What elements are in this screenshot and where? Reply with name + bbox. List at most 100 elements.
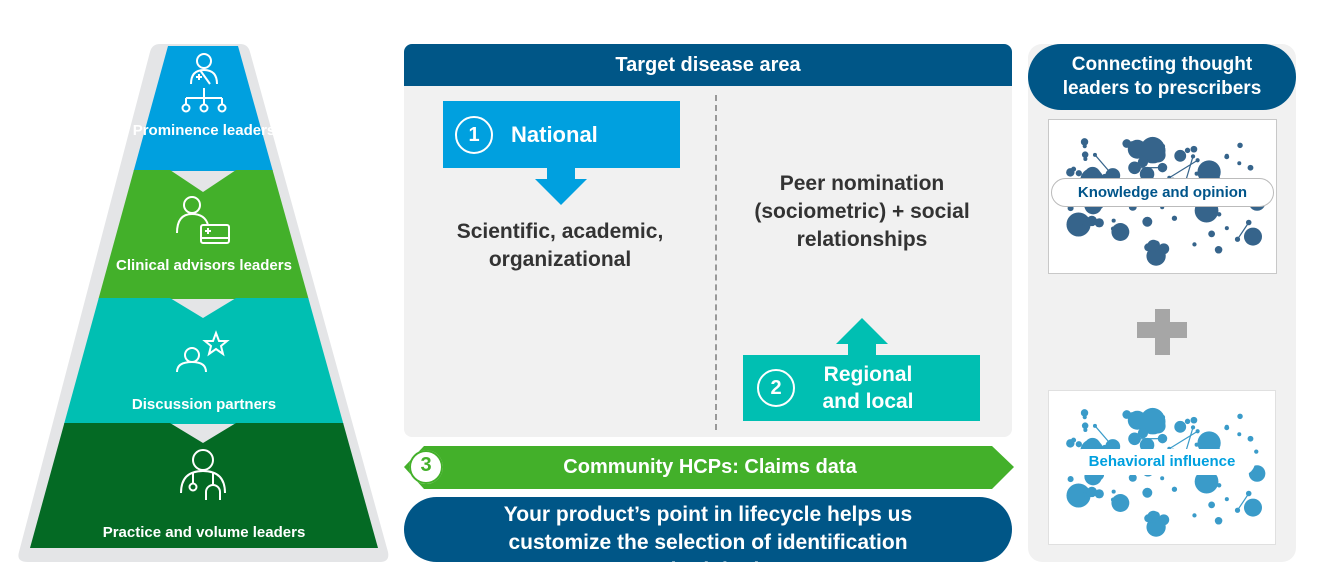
regional-box: 2 Regional and local bbox=[743, 355, 980, 421]
network-node bbox=[1111, 494, 1130, 512]
network-edge bbox=[1237, 222, 1250, 240]
network-node bbox=[1075, 170, 1082, 177]
community-label: Community HCPs: Claims data bbox=[563, 456, 857, 478]
network-edge bbox=[1168, 430, 1198, 450]
network-node bbox=[1214, 245, 1223, 254]
network-node bbox=[1110, 497, 1116, 503]
network-node bbox=[1192, 513, 1197, 518]
behavioral-label: Behavioral influence bbox=[1069, 449, 1255, 475]
network-node bbox=[1083, 156, 1088, 161]
network-edge bbox=[1237, 493, 1250, 511]
regional-label: Regional and local bbox=[822, 363, 914, 413]
network-node bbox=[1082, 415, 1087, 420]
network-node bbox=[1111, 489, 1116, 494]
plus-icon-vertical bbox=[1155, 309, 1170, 355]
network-node bbox=[1216, 212, 1222, 217]
network-node bbox=[1214, 516, 1223, 525]
network-node bbox=[1237, 142, 1243, 149]
pyramid-label-discussion: Discussion partners bbox=[131, 396, 277, 413]
network-node bbox=[1171, 486, 1178, 492]
network-node bbox=[1243, 227, 1262, 246]
network-node bbox=[1066, 439, 1075, 448]
network-node bbox=[1171, 215, 1178, 221]
network-node bbox=[1128, 161, 1141, 175]
network-node bbox=[1174, 420, 1187, 433]
network-node bbox=[1139, 437, 1155, 453]
national-label: National bbox=[511, 121, 598, 147]
network-node bbox=[1237, 432, 1242, 437]
network-node bbox=[1129, 141, 1134, 146]
network-node bbox=[1190, 154, 1196, 159]
network-node bbox=[1140, 136, 1165, 162]
network-node bbox=[1192, 242, 1197, 247]
network-edge bbox=[1161, 145, 1164, 149]
network-node bbox=[1194, 469, 1219, 494]
network-node bbox=[1122, 410, 1132, 419]
network-node bbox=[1066, 168, 1075, 177]
doctor-stethoscope-icon bbox=[180, 449, 226, 500]
national-description: Scientific, academic, organizational bbox=[456, 220, 664, 271]
network-node bbox=[1080, 409, 1089, 417]
network-node bbox=[1110, 226, 1116, 232]
network-node bbox=[1224, 154, 1230, 160]
pyramid-label-clinical: Clinical advisors leaders bbox=[116, 257, 292, 274]
network-node bbox=[1081, 422, 1089, 429]
network-node bbox=[1066, 483, 1091, 508]
network-node bbox=[1139, 166, 1155, 182]
target-disease-header: Target disease area bbox=[404, 44, 1012, 86]
network-node bbox=[1208, 501, 1216, 509]
network-node bbox=[1140, 407, 1165, 433]
network-node bbox=[1190, 425, 1196, 430]
network-node bbox=[1128, 432, 1141, 446]
pyramid-label-practice: Practice and volume leaders bbox=[102, 524, 306, 541]
network-node bbox=[1255, 474, 1260, 479]
pyramid bbox=[18, 44, 389, 562]
person-medical-card-icon bbox=[176, 196, 230, 244]
network-node bbox=[1081, 151, 1089, 158]
network-node bbox=[1086, 486, 1098, 498]
network-node bbox=[1190, 145, 1198, 153]
network-node bbox=[1128, 473, 1137, 482]
network-node bbox=[1157, 162, 1168, 173]
network-node bbox=[1142, 216, 1153, 227]
network-node bbox=[1142, 487, 1153, 498]
knowledge-label: Knowledge and opinion bbox=[1051, 178, 1274, 207]
network-edge bbox=[1161, 416, 1164, 420]
network-node bbox=[1216, 483, 1222, 488]
divider bbox=[715, 95, 717, 430]
doctor-hierarchy-icon bbox=[181, 53, 227, 113]
lifecycle-banner: Your product’s point in lifecycle helps … bbox=[404, 497, 1012, 582]
network-node bbox=[1144, 514, 1153, 523]
knowledge-map: Knowledge and opinion bbox=[1048, 119, 1277, 274]
network-edge bbox=[1094, 425, 1114, 447]
network-node bbox=[1144, 243, 1153, 252]
network-node bbox=[1094, 218, 1104, 228]
network-node bbox=[1083, 427, 1088, 432]
network-node bbox=[1247, 164, 1254, 171]
network-node bbox=[1086, 215, 1098, 227]
network-node bbox=[1122, 139, 1132, 148]
network-node bbox=[1190, 416, 1198, 424]
connecting-header: Connecting thought leaders to prescriber… bbox=[1028, 44, 1296, 110]
network-node bbox=[1137, 156, 1149, 168]
network-node bbox=[1067, 476, 1074, 483]
network-node bbox=[1247, 435, 1254, 442]
pyramid-level-practice bbox=[30, 423, 378, 548]
network-node bbox=[1081, 492, 1087, 497]
number-badge: 2 bbox=[757, 369, 795, 407]
network-node bbox=[1184, 147, 1191, 154]
network-node bbox=[1224, 425, 1230, 431]
network-node bbox=[1160, 476, 1165, 481]
network-node bbox=[1111, 218, 1116, 223]
network-edge bbox=[1168, 159, 1198, 179]
network-node bbox=[1237, 413, 1243, 420]
network-node bbox=[1129, 412, 1134, 417]
number-badge: 1 bbox=[455, 115, 493, 154]
network-node bbox=[1137, 427, 1149, 439]
network-node bbox=[1224, 226, 1229, 231]
network-node bbox=[1174, 149, 1187, 162]
national-box: 1 National bbox=[443, 101, 680, 168]
arrow-down-icon bbox=[535, 167, 587, 205]
network-node bbox=[1111, 223, 1130, 241]
community-number: 3 bbox=[420, 454, 432, 476]
